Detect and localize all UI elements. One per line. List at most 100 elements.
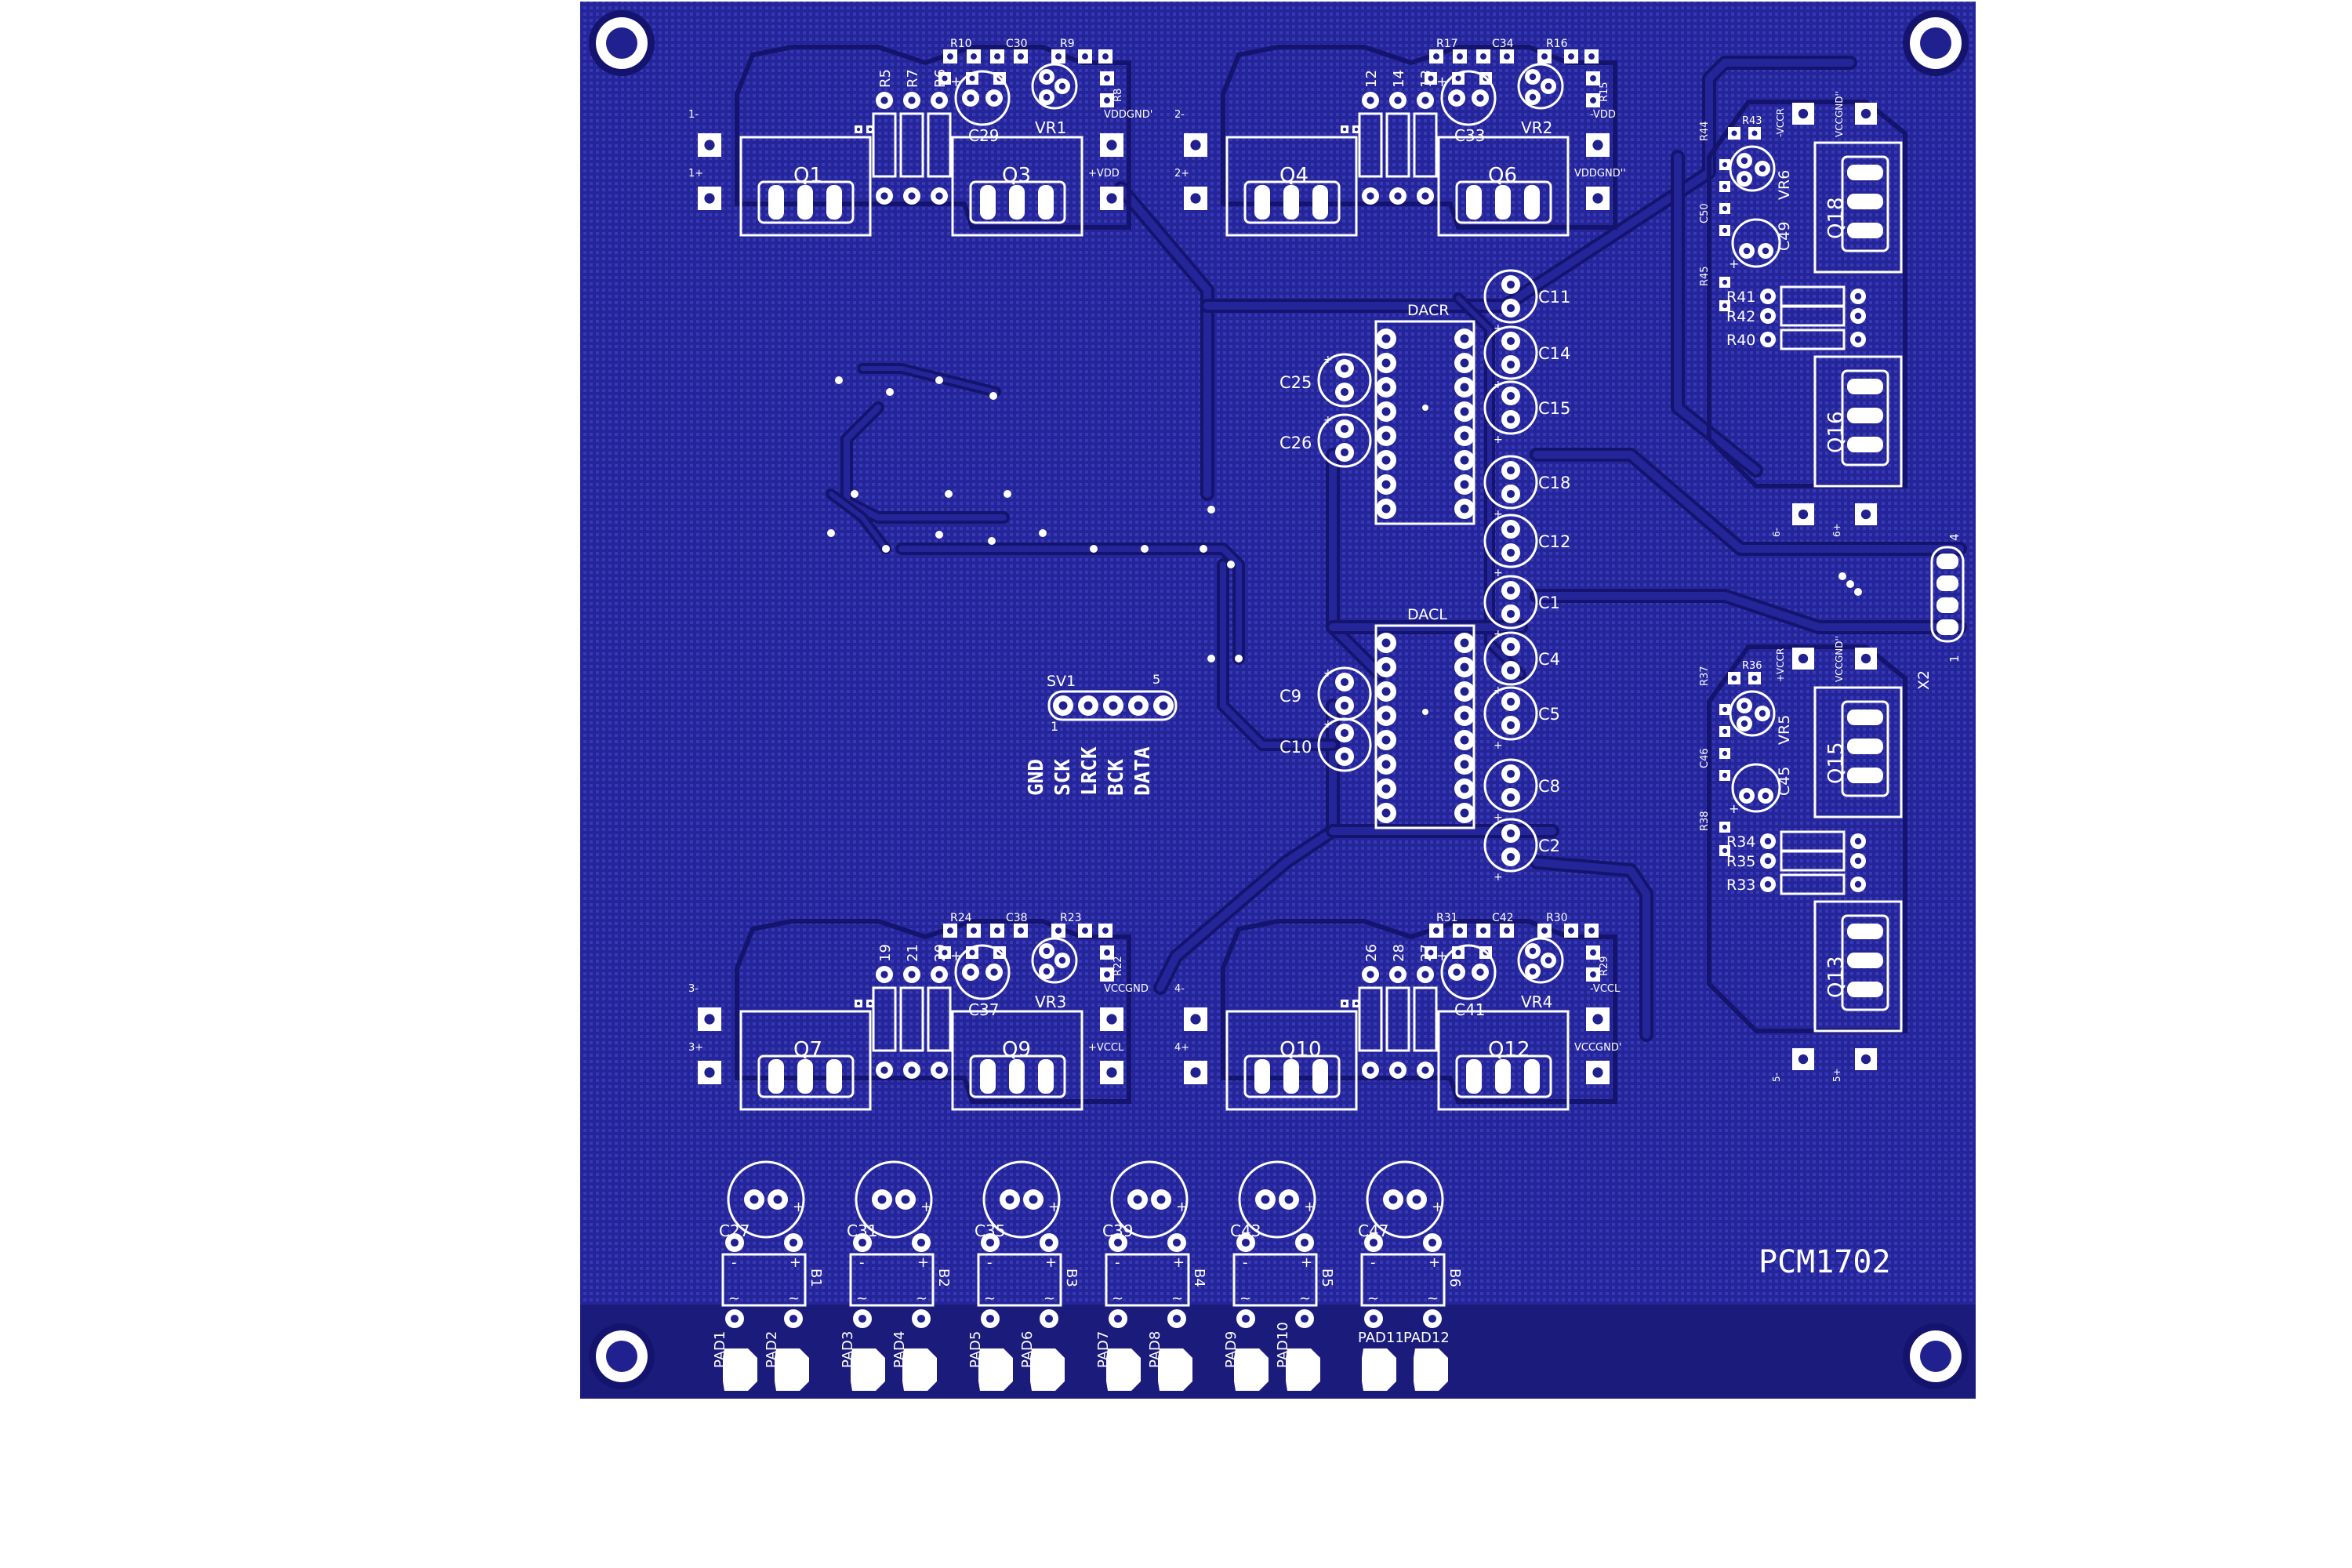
pad [1850, 833, 1866, 849]
pad [1541, 78, 1556, 94]
resistor-label: R23 [1060, 912, 1082, 924]
pad [1472, 964, 1489, 981]
supply-label: VCCGND'' [1834, 91, 1845, 137]
pad [1739, 788, 1755, 804]
pad [1728, 672, 1740, 684]
polarity-minus: - [1115, 1254, 1120, 1271]
supply-label: +VCCR [1775, 648, 1786, 682]
transistor-q3: Q3 [951, 136, 1083, 237]
pad-label: PAD10 [1275, 1322, 1291, 1368]
pad [1051, 49, 1065, 64]
pad [1748, 127, 1761, 140]
pad [1335, 747, 1354, 766]
via [835, 376, 843, 384]
transistor-q4: Q4 [1225, 136, 1358, 237]
pad [1376, 779, 1396, 799]
bridge-label: B4 [1191, 1269, 1207, 1287]
polarity-plus: + [1729, 801, 1739, 816]
transistor-label: Q13 [1824, 956, 1848, 998]
ac-mark: ~ [788, 1290, 800, 1307]
pad [1760, 833, 1776, 849]
pad [1850, 877, 1866, 892]
via [945, 490, 953, 498]
input-minus-label: 1- [688, 109, 699, 121]
resistor-label: R31 [1436, 912, 1458, 924]
pad [1501, 410, 1520, 429]
pad [967, 924, 981, 938]
pad [1417, 966, 1434, 983]
capacitor-label: C49 [1776, 222, 1793, 251]
pad [931, 966, 948, 983]
pad [967, 49, 981, 64]
pad [903, 187, 920, 205]
resistor-label: R5 [877, 69, 894, 88]
polarity-minus: - [1370, 1254, 1376, 1271]
pad [1855, 648, 1877, 670]
capacitor-c31: +C31 [847, 1160, 933, 1240]
pad [1425, 946, 1437, 959]
pad [876, 1062, 893, 1079]
polarity-plus: + [1304, 1199, 1316, 1215]
pad [1719, 748, 1730, 759]
via [935, 531, 943, 539]
polarity-plus: + [1494, 567, 1503, 579]
pad [1537, 49, 1552, 64]
resistor-label: R17 [1436, 38, 1458, 50]
pad [1739, 243, 1755, 259]
pad [1448, 89, 1465, 107]
pad [1376, 754, 1396, 775]
pad [1352, 1000, 1360, 1007]
via [988, 537, 996, 545]
pad [1719, 822, 1730, 833]
polarity-plus: + [1301, 1254, 1312, 1271]
pad [1376, 426, 1396, 446]
pad [1501, 661, 1520, 680]
capacitor-c11: +C11 [1483, 269, 1570, 335]
transistor-label: Q1 [793, 164, 822, 187]
output-top-label: -VDD [1590, 109, 1616, 121]
pad [1760, 289, 1776, 304]
capacitor-c8: +C8 [1483, 758, 1560, 824]
input-minus-label: 5- [1771, 1073, 1782, 1082]
pad [1151, 1189, 1171, 1210]
capacitor-c41: +C41 [1436, 944, 1497, 1019]
transistor-label: Q6 [1488, 164, 1517, 187]
pad [1541, 953, 1556, 968]
pad [1423, 1233, 1442, 1252]
input-minus-label: 2- [1174, 109, 1185, 121]
amp-block-4: Q10Q12262827R31C42R30R29+C41VR44-4+-VCCL… [1174, 912, 1621, 1111]
board-outline [580, 2, 1976, 1399]
solder-pad [1286, 1348, 1320, 1391]
polarity-minus: - [987, 1254, 993, 1271]
pad [1501, 275, 1520, 294]
pad [1362, 92, 1379, 109]
pad [1039, 69, 1054, 85]
pad [1454, 474, 1475, 495]
ac-mark: ~ [1367, 1290, 1379, 1307]
amp-block-1: Q1Q3R5R7R6R10C30R9R8+C29VR11-1+VDDGND'+V… [688, 38, 1152, 237]
pad [1364, 1233, 1383, 1252]
pad [698, 1007, 721, 1031]
regulator-vr4: VR4 [1517, 937, 1564, 1011]
pad [1501, 604, 1520, 623]
amp-block-3: Q7Q9192120R24C38R23R22+C37VR33-3+VCCGND+… [688, 912, 1149, 1111]
pad [698, 1061, 721, 1084]
pad [1855, 103, 1877, 125]
pad [1501, 387, 1520, 405]
polarity-plus: + [1436, 74, 1448, 90]
capacitor-label: C33 [1454, 126, 1485, 145]
pad [990, 924, 1004, 938]
output-bot-label: +VCCL [1088, 1042, 1124, 1054]
pad [1537, 924, 1552, 938]
sv1-signal-data: DATA [1131, 746, 1155, 796]
bridge-b3: -+~~B3 [977, 1233, 1080, 1328]
resistor-label: R7 [905, 69, 921, 88]
pad [1586, 967, 1600, 982]
transistor-label: Q9 [1002, 1038, 1031, 1062]
pad [1376, 803, 1396, 823]
